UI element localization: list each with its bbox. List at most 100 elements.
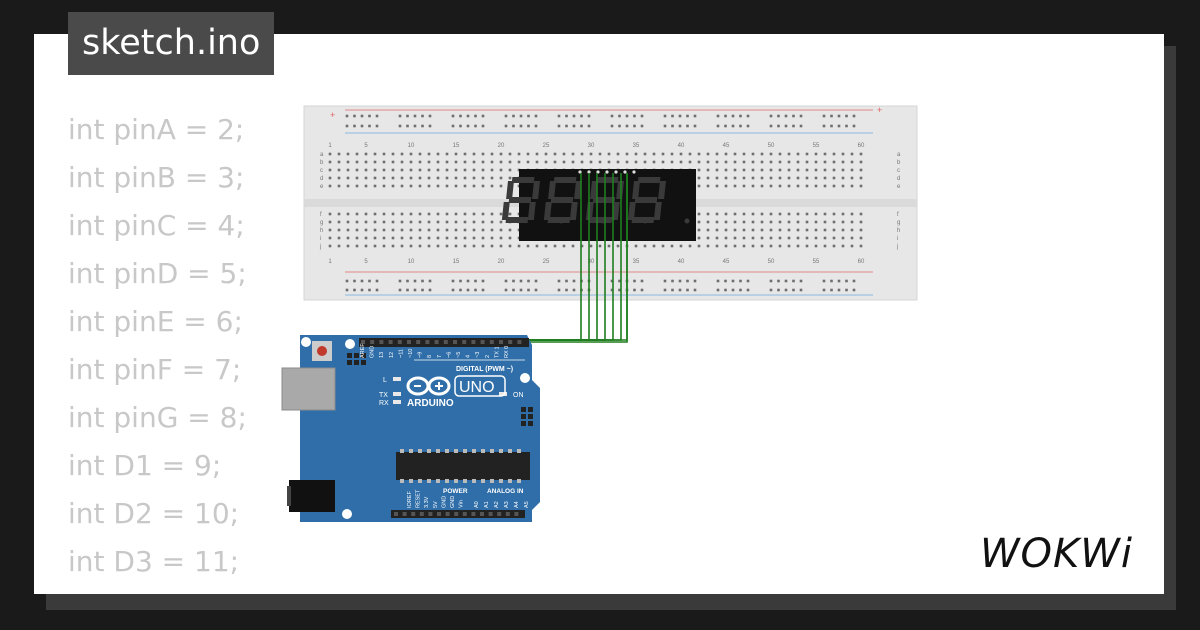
breadboard-hole: [607, 152, 611, 156]
header-pin[interactable]: [394, 512, 398, 516]
header-pin[interactable]: [443, 340, 448, 344]
rail-hole: [481, 288, 485, 292]
header-pin[interactable]: [508, 340, 513, 344]
breadboard-hole: [742, 236, 746, 240]
breadboard-hole: [427, 176, 431, 180]
breadboard-hole: [373, 152, 377, 156]
breadboard-hole: [805, 244, 809, 248]
breadboard-hole: [796, 220, 800, 224]
reset-button-cap[interactable]: [317, 346, 327, 356]
header-pin[interactable]: [411, 512, 416, 516]
breadboard-hole: [589, 152, 593, 156]
rail-hole: [353, 288, 356, 292]
rail-hole: [406, 279, 409, 283]
breadboard-hole: [733, 152, 737, 156]
rail-hole: [421, 279, 424, 283]
breadboard-hole: [751, 220, 755, 224]
header-pin[interactable]: [514, 512, 519, 516]
header-pin[interactable]: [437, 512, 441, 516]
rail-hole: [421, 114, 424, 118]
breadboard-hole: [436, 160, 440, 164]
row-letter: c: [897, 168, 900, 174]
breadboard-hole: [328, 160, 332, 164]
header-pin[interactable]: [454, 512, 459, 516]
rail-hole: [360, 288, 364, 292]
row-letter: e: [897, 184, 901, 190]
header-pin[interactable]: [419, 512, 424, 516]
breadboard-hole: [355, 220, 359, 224]
breadboard-hole: [427, 228, 431, 232]
rail-hole: [686, 288, 689, 292]
header-pin[interactable]: [505, 512, 510, 516]
rail-hole: [368, 279, 371, 283]
breadboard-hole: [706, 244, 710, 248]
icsp-pin: [354, 353, 359, 358]
rail-hole: [739, 114, 742, 118]
breadboard-hole: [625, 160, 629, 164]
header-pin[interactable]: [480, 340, 485, 344]
row-letter: a: [897, 152, 901, 158]
header-pin[interactable]: [445, 512, 450, 516]
breadboard-hole: [499, 184, 503, 188]
icsp-header-top: [347, 353, 366, 365]
rail-hole: [360, 114, 364, 118]
header-pin[interactable]: [497, 512, 502, 516]
header-pin[interactable]: [480, 512, 484, 516]
breadboard-hole: [400, 160, 404, 164]
digital-pin-label: 2: [485, 355, 491, 358]
header-pin[interactable]: [425, 340, 430, 344]
header-pin[interactable]: [370, 340, 375, 344]
header-pin[interactable]: [489, 340, 494, 344]
header-pin[interactable]: [407, 340, 411, 344]
header-pin[interactable]: [416, 340, 421, 344]
breadboard-hole: [670, 244, 674, 248]
breadboard-hole: [805, 176, 809, 180]
seven-segment-display[interactable]: [501, 169, 696, 241]
code-listing: int pinA = 2;int pinB = 3;int pinC = 4;i…: [68, 106, 247, 594]
breadboard-hole: [787, 220, 791, 224]
breadboard-hole: [715, 236, 719, 240]
chip-pins: [400, 449, 521, 483]
rail-hole: [428, 114, 432, 118]
breadboard-hole: [418, 220, 422, 224]
code-line: int D2 = 10;: [68, 497, 240, 530]
rail-hole: [739, 124, 742, 128]
file-tab[interactable]: sketch.ino: [68, 12, 275, 75]
header-pin[interactable]: [397, 340, 402, 344]
breadboard-hole: [832, 236, 836, 240]
header-pin[interactable]: [462, 512, 467, 516]
breadboard-hole: [463, 176, 467, 180]
breadboard-hole: [454, 152, 458, 156]
breadboard-hole: [670, 160, 674, 164]
breadboard-hole: [634, 160, 638, 164]
header-pin[interactable]: [434, 340, 439, 344]
breadboard-hole: [454, 236, 458, 240]
header-pin[interactable]: [453, 340, 457, 344]
breadboard-hole: [733, 160, 737, 164]
breadboard-hole: [436, 220, 440, 224]
header-pin[interactable]: [471, 340, 476, 344]
header-pin[interactable]: [379, 340, 384, 344]
breadboard-hole: [805, 220, 809, 224]
rail-hole: [610, 114, 614, 118]
header-pin[interactable]: [499, 340, 503, 344]
breadboard-hole: [733, 220, 737, 224]
breadboard-hole: [634, 244, 638, 248]
breadboard-hole: [517, 160, 521, 164]
rail-hole: [852, 279, 856, 283]
breadboard-hole: [373, 212, 377, 216]
header-pin[interactable]: [428, 512, 433, 516]
breadboard-hole: [535, 244, 539, 248]
header-pin[interactable]: [361, 340, 365, 344]
display-segment: [585, 202, 594, 220]
header-pin[interactable]: [402, 512, 407, 516]
header-pin[interactable]: [488, 512, 493, 516]
header-pin[interactable]: [462, 340, 467, 344]
breadboard-hole: [697, 152, 701, 156]
rail-hole: [368, 124, 371, 128]
header-pin[interactable]: [471, 512, 476, 516]
header-pin[interactable]: [517, 340, 522, 344]
header-pin[interactable]: [388, 340, 393, 344]
